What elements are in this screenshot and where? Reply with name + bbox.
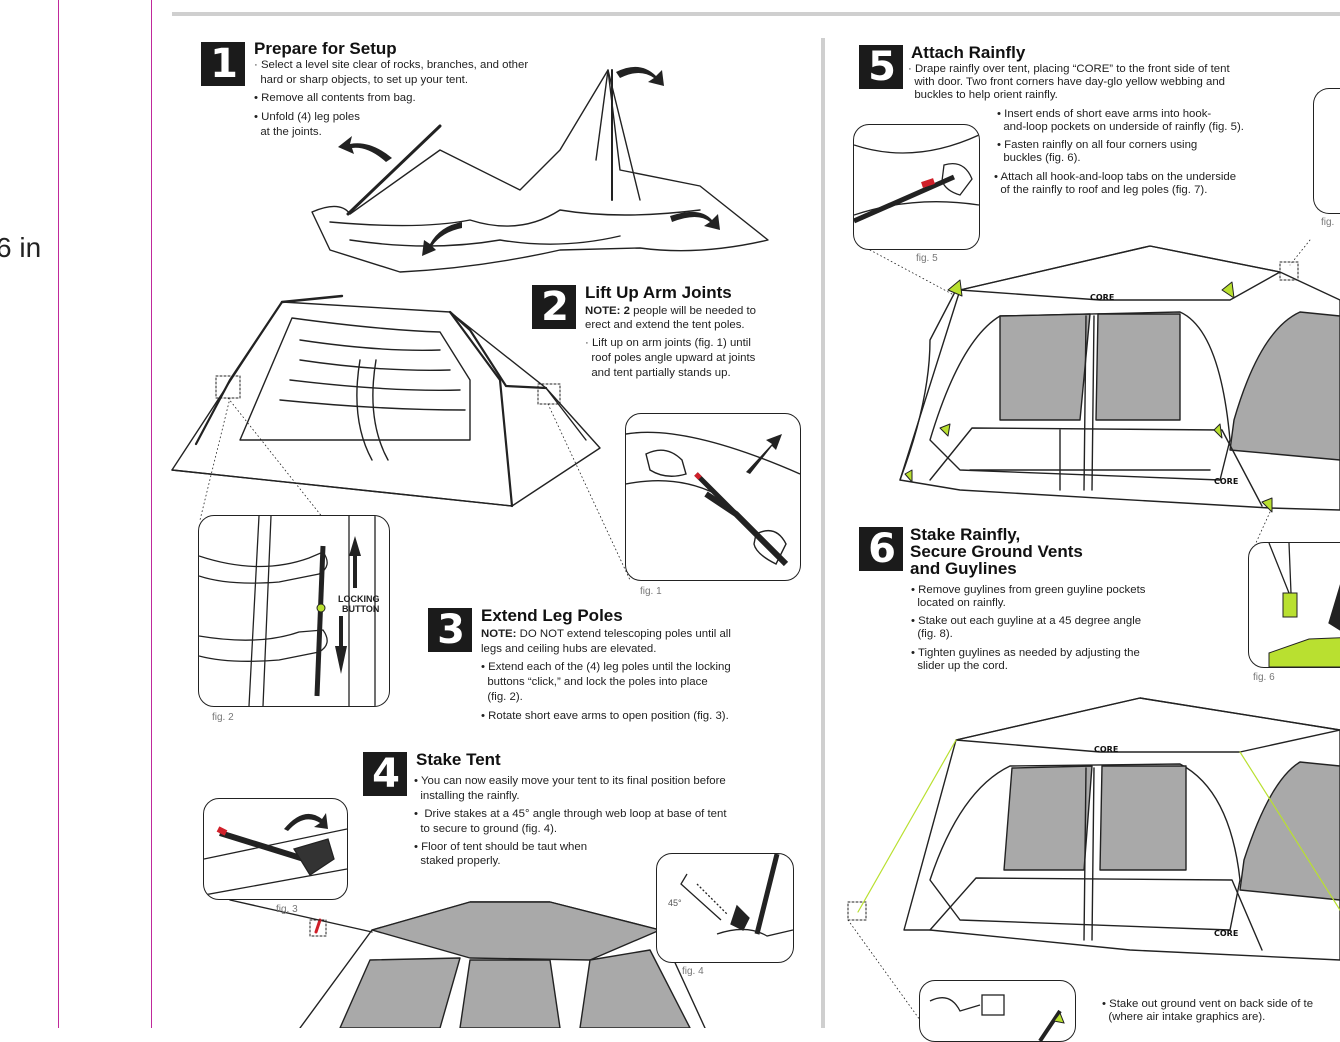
fig2-callout [198,515,390,707]
step-6-line-6: slider up the cord. [911,660,1008,672]
rainfly-tent-illustration [899,245,1340,511]
step-2-line-1: erect and extend the tent poles. [585,319,745,331]
frame-tent-illustration [171,294,601,508]
fig7-label: fig. [1321,217,1335,228]
fig4-callout [656,853,794,963]
step-6-line-8: (where air intake graphics are). [1102,1011,1266,1023]
step-5-line-1: · Drape rainfly over tent, placing “CORE… [908,63,1230,75]
lift-joint-drawing [626,431,800,567]
step-2-note-label: NOTE: 2 [585,305,630,317]
step-5-line-8: • Attach all hook-and-loop tabs on the u… [994,171,1237,183]
step-1-line-3: • Remove all contents from bag. [254,92,416,104]
step-5-line-7: buckles (fig. 6). [997,152,1081,164]
step-6-title-line-3: and Guylines [910,559,1017,578]
stake-angle-drawing [680,854,793,937]
step-3-line-3: buttons “click,” and lock the poles into… [481,676,708,688]
angle-label: 45° [668,898,682,908]
step-4-title: Stake Tent [416,750,501,769]
step-4-line-5: • Floor of tent should be taut when [414,841,588,853]
step-4-line-3: • Drive stakes at a 45° angle through we… [414,808,727,820]
step-1-line-5: at the joints. [254,126,322,138]
step-4-line-6: staked properly. [414,855,501,867]
step-3-line-1: legs and ceiling hubs are elevated. [481,643,657,655]
top-rule [172,12,1340,16]
step-5-line-9: of the rainfly to roof and leg poles (fi… [994,184,1208,196]
fig1-callout [625,413,801,581]
eave-arm-drawing [204,813,347,896]
step-2-note: NOTE: 2 people will be needed to [585,304,756,319]
step-4-line-4: to secure to ground (fig. 4). [414,823,558,835]
fig5-callout [853,124,980,250]
step-2-line-2: · Lift up on arm joints (fig. 1) until [585,337,751,349]
step-3-line-5: • Rotate short eave arms to open positio… [481,710,729,722]
step-6-number: 6 [859,527,903,571]
step-3-note-label: NOTE: [481,628,517,640]
core-logo-4: CORE [1214,929,1238,938]
rotate-arrows [338,66,720,256]
step-5-line-5: and-loop pockets on underside of rainfly… [997,121,1244,133]
locking-button-drawing [199,516,376,706]
step-2-title: Lift Up Arm Joints [585,283,732,302]
fig3-label: fig. 3 [276,904,298,915]
fig8-callout [919,980,1076,1042]
trim-guide-left [58,0,59,1028]
step-5-line-4: • Insert ends of short eave arms into ho… [997,108,1212,120]
collapsed-tent-illustration [311,69,769,273]
button-label: BUTTON [342,604,380,614]
step-6-title-line-1: Stake Rainfly, [910,525,1021,544]
step-6-line-2: located on rainfly. [911,597,1006,609]
core-logo-2: CORE [1214,477,1238,486]
core-logo-1: CORE [1090,293,1114,302]
buckle-drawing [1268,543,1340,667]
step-2-line-3: roof poles angle upward at joints [585,352,756,364]
guyline-tent-illustration [847,697,1340,961]
step-2-number: 2 [532,285,576,329]
ground-vent-drawing [929,994,1065,1041]
step-5-number: 5 [859,45,903,89]
fig2-label: fig. 2 [212,712,234,723]
locking-label: LOCKING [338,594,380,604]
step-4-line-2: installing the rainfly. [414,790,520,802]
step-1-title: Prepare for Setup [254,39,397,58]
fig1-label: fig. 1 [640,586,662,597]
step-5-line-3: buckles to help orient rainfly. [908,89,1058,101]
hook-loop-drawing [854,134,979,224]
fig5-label: fig. 5 [916,253,938,264]
step-6-line-5: • Tighten guylines as needed by adjustin… [911,647,1140,659]
step-3-note-text: DO NOT extend telescoping poles until al… [516,628,731,640]
step-6-line-3: • Stake out each guyline at a 45 degree … [911,615,1142,627]
step-6-line-4: (fig. 8). [911,628,953,640]
step-4-line-1: • You can now easily move your tent to i… [414,775,726,787]
step-2-note-text: people will be needed to [629,305,756,317]
step-5-line-6: • Fasten rainfly on all four corners usi… [997,139,1198,151]
step-2-line-4: and tent partially stands up. [585,367,731,379]
fig4-label: fig. 4 [682,966,704,977]
fig6-label: fig. 6 [1253,672,1275,683]
step-1-number: 1 [201,42,245,86]
step-3-note: NOTE: DO NOT extend telescoping poles un… [481,627,731,642]
step-1-line-2: hard or sharp objects, to set up your te… [254,74,469,86]
step-3-title: Extend Leg Poles [481,606,623,625]
step-6-line-7: • Stake out ground vent on back side of … [1102,998,1314,1010]
step-3-number: 3 [428,608,472,652]
fig7-callout [1313,88,1340,214]
fig6-callout [1248,542,1340,668]
step-6-line-1: • Remove guylines from green guyline poc… [911,584,1146,596]
step-1-line-4: • Unfold (4) leg poles [254,111,360,123]
step-5-line-2: with door. Two front corners have day-gl… [908,76,1226,88]
step-5-title: Attach Rainfly [911,43,1026,62]
core-logo-3: CORE [1094,745,1118,754]
trim-guide-right [151,0,152,1028]
ruler-label: 6 in [0,232,42,263]
step-4-number: 4 [363,752,407,796]
step-1-line-1: · Select a level site clear of rocks, br… [254,59,529,71]
column-divider [821,38,825,1028]
fig3-callout [203,798,348,900]
step-3-line-4: (fig. 2). [481,691,523,703]
step-3-line-2: • Extend each of the (4) leg poles until… [481,661,731,673]
step-6-title-line-2: Secure Ground Vents [910,542,1083,561]
